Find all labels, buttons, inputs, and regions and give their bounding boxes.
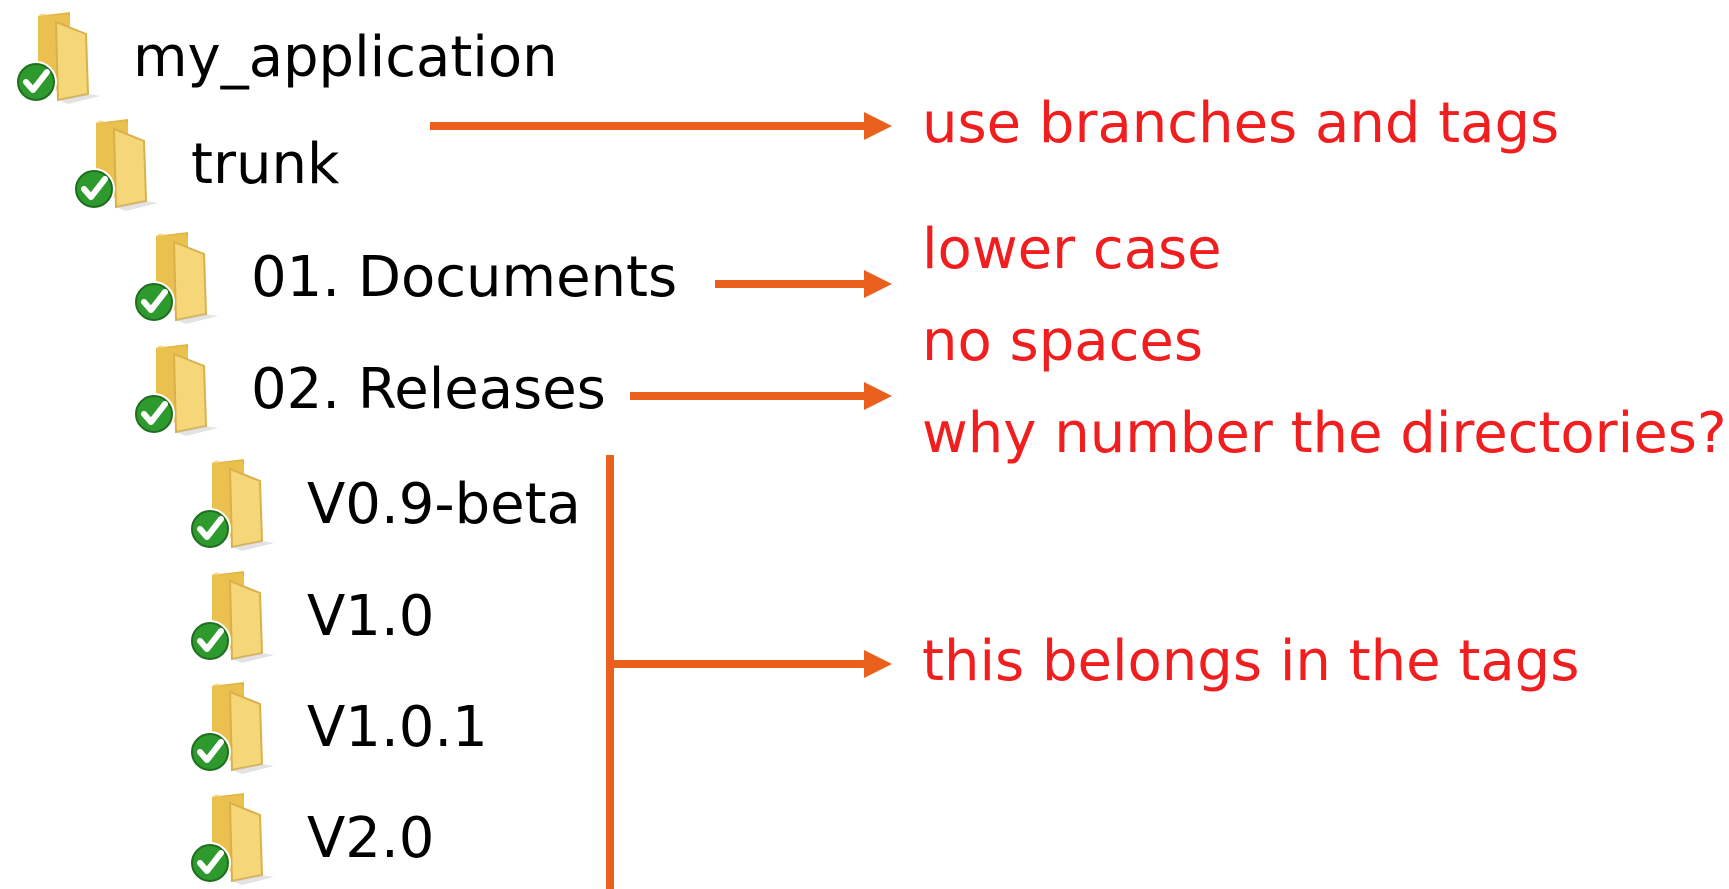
tree-node-label: my_application [133, 25, 558, 90]
folder-checked-icon [73, 119, 158, 211]
arrowhead-documents [864, 270, 892, 298]
note-why-number-directories: why number the directories? [922, 401, 1727, 466]
folder-checked-icon [189, 459, 274, 551]
arrowhead-versions [864, 650, 892, 678]
folder-checked-icon [15, 12, 100, 104]
tree-node-label: V1.0 [307, 584, 435, 649]
folder-checked-icon [189, 793, 274, 885]
folder-checked-icon [133, 344, 218, 436]
tree-node-label: V2.0 [307, 806, 435, 871]
tree-node-label: 01. Documents [251, 245, 678, 310]
note-belongs-in-tags: this belongs in the tags [922, 629, 1580, 694]
arrowhead-releases [864, 382, 892, 410]
tree-node-label: 02. Releases [251, 357, 606, 422]
folder-checked-icon [189, 682, 274, 774]
note-use-branches-and-tags: use branches and tags [922, 91, 1560, 156]
note-no-spaces: no spaces [922, 309, 1204, 374]
tree-node-label: V1.0.1 [307, 695, 488, 760]
arrowhead-root [864, 112, 892, 140]
tree-node-label: trunk [191, 132, 340, 197]
folder-checked-icon [133, 232, 218, 324]
tree-node-label: V0.9-beta [307, 472, 581, 537]
note-lower-case: lower case [922, 217, 1222, 282]
folder-checked-icon [189, 571, 274, 663]
